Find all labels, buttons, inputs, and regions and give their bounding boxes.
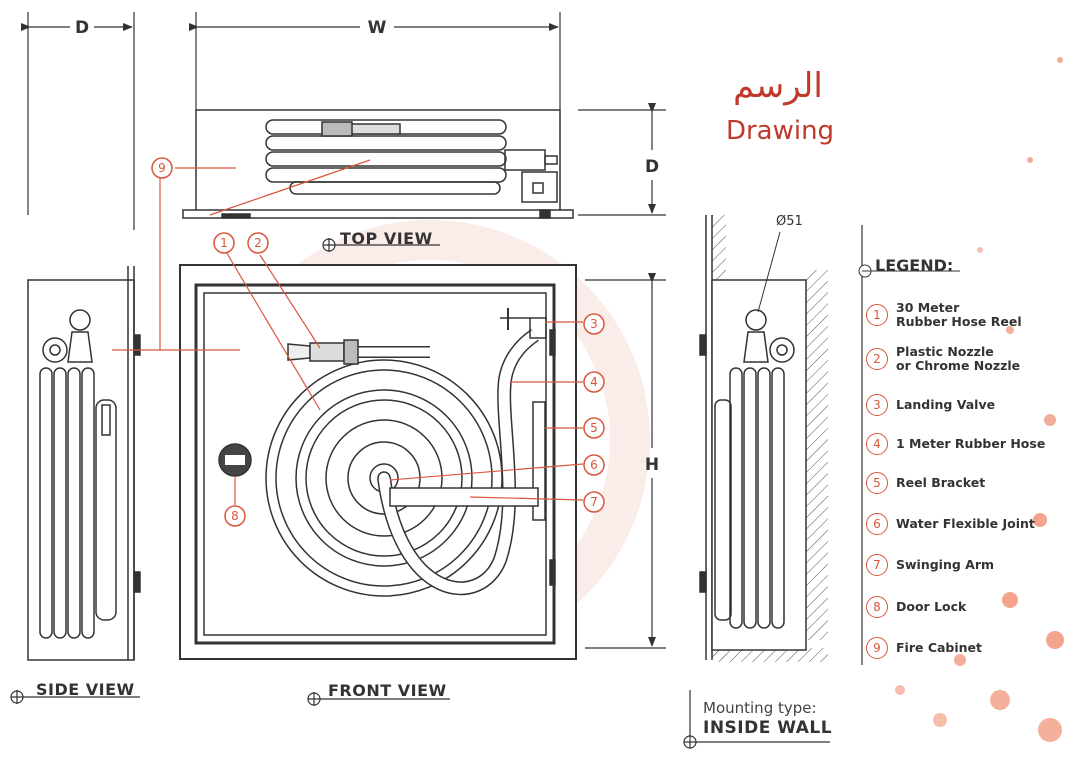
legend-item: 9 Fire Cabinet (866, 637, 982, 659)
legend-number: 4 (866, 433, 888, 455)
dim-diameter: Ø51 (776, 214, 803, 229)
dim-d-top: D (645, 157, 659, 177)
legend-text: Reel Bracket (896, 475, 986, 490)
callout-9 (151, 157, 173, 179)
title-arabic: الرسم (733, 66, 823, 106)
legend-text: Swinging Arm (896, 557, 995, 572)
callout-7 (583, 491, 605, 513)
legend-number: 5 (866, 472, 888, 494)
legend-text: Fire Cabinet (896, 640, 983, 655)
callout-6 (583, 454, 605, 476)
callout-2-text: 2 (254, 236, 262, 250)
legend-text: Landing Valve (896, 397, 996, 412)
title-english: Drawing (725, 116, 835, 146)
legend-item: 6 Water Flexible Joint (866, 513, 1035, 535)
callout-8-text: 8 (231, 509, 239, 523)
legend-number: 2 (866, 348, 888, 370)
callout-5 (583, 417, 605, 439)
side-view (27, 266, 141, 661)
legend-text: Water Flexible Joint (896, 516, 1035, 531)
front-view-label: FRONT VIEW (328, 681, 447, 700)
dim-w: W (368, 18, 387, 38)
top-view (182, 109, 574, 219)
legend-item: 2 Plastic Nozzle or Chrome Nozzle (866, 345, 1020, 373)
legend-number: 7 (866, 554, 888, 576)
callout-5-text: 5 (590, 421, 598, 435)
legend-text: Plastic Nozzle or Chrome Nozzle (896, 344, 1021, 373)
callout-3-text: 3 (590, 317, 598, 331)
callout-9-text: 9 (158, 161, 166, 175)
legend-title: LEGEND: (875, 256, 954, 275)
callout-6-text: 6 (590, 458, 598, 472)
legend-number: 9 (866, 637, 888, 659)
legend-number: 3 (866, 394, 888, 416)
callout-4 (583, 371, 605, 393)
legend-text: Door Lock (896, 599, 967, 614)
legend-item: 5 Reel Bracket (866, 472, 985, 494)
legend-text: 30 Meter Rubber Hose Reel (896, 300, 1022, 329)
legend-number: 8 (866, 596, 888, 618)
callout-4-text: 4 (590, 375, 598, 389)
side-view-label: SIDE VIEW (36, 680, 135, 699)
callout-8 (224, 505, 246, 527)
legend-item: 1 30 Meter Rubber Hose Reel (866, 301, 1022, 329)
legend-item: 4 1 Meter Rubber Hose (866, 433, 1045, 455)
callout-1-text: 1 (220, 236, 228, 250)
callout-3 (583, 313, 605, 335)
legend-item: 8 Door Lock (866, 596, 966, 618)
legend-item: 7 Swinging Arm (866, 554, 994, 576)
callout-leaders (112, 159, 584, 505)
mount-view (699, 215, 828, 662)
front-view (179, 264, 577, 660)
legend-number: 6 (866, 513, 888, 535)
callout-7-text: 7 (590, 495, 598, 509)
dim-h: H (645, 455, 659, 475)
callout-2 (247, 232, 269, 254)
callouts (151, 157, 605, 527)
mounting-value: INSIDE WALL (703, 718, 833, 738)
view-label-markers (10, 238, 830, 749)
legend-item: 3 Landing Valve (866, 394, 995, 416)
top-view-label: TOP VIEW (340, 229, 433, 248)
callout-1 (213, 232, 235, 254)
dimension-lines (21, 12, 666, 649)
legend-number: 1 (866, 304, 888, 326)
legend-text: 1 Meter Rubber Hose (896, 436, 1046, 451)
mounting-label: Mounting type: (703, 699, 817, 717)
dim-d-side: D (75, 18, 89, 38)
